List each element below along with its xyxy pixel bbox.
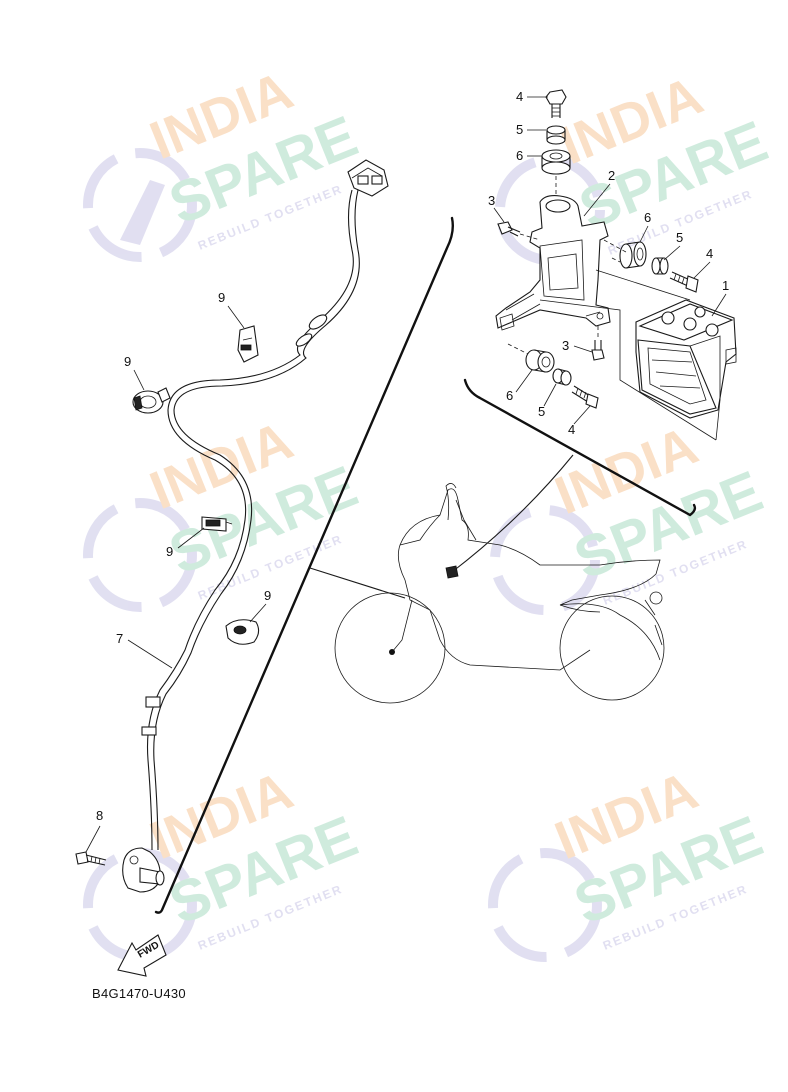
callout-label: 9 — [218, 290, 225, 305]
callout-5-top: 5 — [516, 122, 546, 137]
top-grommet — [541, 149, 571, 175]
callout-2: 2 — [583, 168, 615, 217]
bracket-bolt-upper — [497, 221, 521, 237]
front-wheel-sensor-lead — [141, 159, 389, 851]
callout-9-upper: 9 — [218, 290, 245, 329]
callout-label: 4 — [516, 89, 523, 104]
watermark-mid-right: INDIA SPARE REBUILD TOGETHER — [490, 415, 771, 615]
callout-label: 7 — [116, 631, 123, 646]
watermark-mid-left: INDIA SPARE REBUILD TOGETHER — [83, 410, 366, 612]
callout-1: 1 — [711, 278, 729, 317]
callout-4-lower: 4 — [568, 405, 591, 437]
callout-9-lower: 9 — [249, 588, 271, 623]
callout-label: 3 — [562, 338, 569, 353]
callout-label: 4 — [568, 422, 575, 437]
top-bolt — [545, 89, 567, 118]
callout-label: 4 — [706, 246, 713, 261]
top-collar — [546, 125, 566, 145]
clamp-round — [132, 387, 171, 414]
side-bolt-lower — [571, 385, 599, 409]
abs-hydraulic-unit — [635, 299, 737, 419]
callout-label: 5 — [676, 230, 683, 245]
callout-5-lower: 5 — [538, 383, 557, 419]
wheel-speed-sensor — [122, 847, 165, 893]
callout-4-right: 4 — [693, 246, 713, 279]
callout-label: 6 — [516, 148, 523, 163]
callout-label: 8 — [96, 808, 103, 823]
clamp-upper — [237, 325, 259, 363]
divider-right-panel — [463, 378, 697, 517]
callout-label: 6 — [506, 388, 513, 403]
callout-label: 5 — [516, 122, 523, 137]
callout-6-lower: 6 — [506, 369, 533, 403]
side-bolt-right — [669, 271, 699, 293]
leader-to-front-wheel — [309, 567, 406, 599]
callout-5-right: 5 — [663, 230, 683, 261]
side-grommet-lower — [525, 349, 555, 373]
callout-6-right: 6 — [639, 210, 651, 243]
watermark-bottom-right: INDIA SPARE REBUILD TOGETHER — [488, 760, 771, 962]
callout-3-upper: 3 — [488, 193, 505, 223]
clamp-middle — [201, 516, 233, 532]
callout-label: 6 — [644, 210, 651, 225]
callout-7: 7 — [116, 631, 173, 669]
callout-4-top: 4 — [516, 89, 548, 104]
callout-label: 1 — [722, 278, 729, 293]
callout-3-lower: 3 — [562, 338, 593, 353]
leader-to-abs-unit-location — [451, 454, 574, 573]
watermark-top-left: INDIA SPARE REBUILD TOGETHER — [83, 60, 366, 262]
sensor-lead-connector — [347, 159, 389, 197]
callout-6-top: 6 — [516, 148, 542, 163]
callout-label: 9 — [166, 544, 173, 559]
callout-label: 9 — [264, 588, 271, 603]
bracket-bolt-lower — [591, 340, 605, 361]
sensor-bolt — [75, 851, 107, 866]
motorcycle-location-outline — [334, 483, 665, 704]
diagram-code: B4G1470-U430 — [92, 986, 186, 1001]
callout-label: 5 — [538, 404, 545, 419]
side-collar-right — [651, 257, 669, 275]
callout-label: 2 — [608, 168, 615, 183]
callout-9-middle: 9 — [166, 527, 205, 559]
clamp-lower — [225, 619, 260, 645]
callout-label: 9 — [124, 354, 131, 369]
side-collar-lower — [552, 368, 572, 386]
callout-8: 8 — [85, 808, 103, 853]
callout-label: 3 — [488, 193, 495, 208]
divider-left-panel — [154, 216, 455, 914]
fwd-arrow-icon: FWD — [117, 934, 167, 977]
callout-9-round: 9 — [124, 354, 145, 391]
abs-bracket — [495, 195, 611, 331]
